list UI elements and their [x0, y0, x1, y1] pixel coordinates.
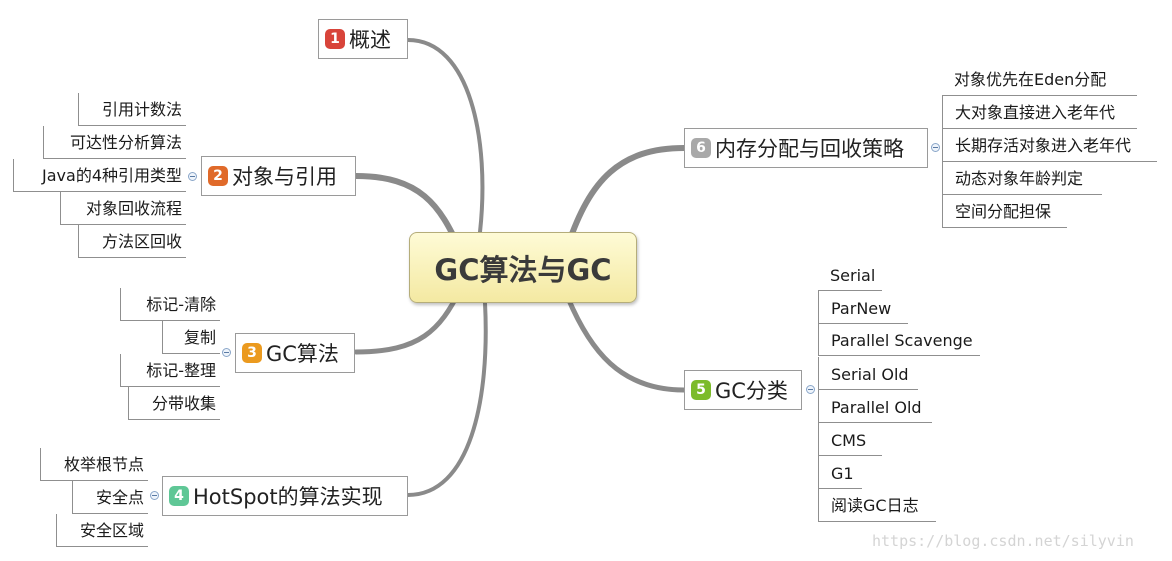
- number-badge-icon: 5: [691, 380, 711, 400]
- leaf-node[interactable]: 分带收集: [128, 387, 220, 420]
- topic-overview[interactable]: 1 概述: [318, 19, 408, 59]
- leaf-node[interactable]: 方法区回收: [78, 225, 186, 258]
- leaf-node[interactable]: Serial: [818, 258, 882, 291]
- number-badge-icon: 3: [242, 343, 262, 363]
- topic-label: GC算法: [266, 342, 339, 366]
- collapse-toggle-icon[interactable]: [806, 385, 815, 394]
- topic-gc-algorithms[interactable]: 3 GC算法: [235, 333, 355, 373]
- leaf-node[interactable]: 对象回收流程: [60, 192, 186, 225]
- topic-label: 对象与引用: [232, 165, 337, 189]
- topic-memory[interactable]: 6 内存分配与回收策略: [684, 128, 928, 168]
- leaf-node[interactable]: 长期存活对象进入老年代: [942, 129, 1157, 162]
- collapse-toggle-icon[interactable]: [222, 348, 231, 357]
- topic-label: GC分类: [715, 379, 788, 403]
- number-badge-icon: 6: [691, 138, 711, 158]
- leaf-node[interactable]: 复制: [162, 321, 220, 354]
- number-badge-icon: 2: [208, 166, 228, 186]
- branch-memory: [565, 145, 687, 248]
- branch-hotspot: [406, 301, 488, 497]
- number-badge-icon: 4: [169, 486, 189, 506]
- leaf-node[interactable]: 引用计数法: [78, 93, 186, 126]
- number-badge-icon: 1: [325, 29, 345, 49]
- topic-label: HotSpot的算法实现: [193, 485, 383, 509]
- leaf-node[interactable]: 对象优先在Eden分配: [942, 63, 1137, 96]
- leaf-node[interactable]: 阅读GC日志: [818, 489, 936, 522]
- leaf-node[interactable]: Parallel Scavenge: [818, 323, 980, 356]
- topic-label: 内存分配与回收策略: [715, 137, 904, 161]
- leaf-node[interactable]: 枚举根节点: [40, 448, 148, 481]
- collapse-toggle-icon[interactable]: [150, 491, 159, 500]
- topic-gc-categories[interactable]: 5 GC分类: [684, 370, 802, 410]
- collapse-toggle-icon[interactable]: [188, 172, 197, 181]
- leaf-node[interactable]: Serial Old: [818, 357, 918, 390]
- leaf-node[interactable]: 动态对象年龄判定: [942, 162, 1102, 195]
- leaf-node[interactable]: G1: [818, 456, 862, 489]
- branch-gc-categories: [565, 295, 687, 393]
- leaf-node[interactable]: 安全点: [72, 481, 148, 514]
- leaf-node[interactable]: Parallel Old: [818, 390, 932, 423]
- leaf-node[interactable]: 安全区域: [56, 514, 148, 547]
- topic-label: 概述: [349, 28, 391, 52]
- leaf-node[interactable]: 可达性分析算法: [43, 126, 186, 159]
- leaf-node[interactable]: Java的4种引用类型: [13, 159, 186, 192]
- leaf-node[interactable]: CMS: [818, 423, 882, 456]
- topic-hotspot[interactable]: 4 HotSpot的算法实现: [162, 476, 408, 516]
- leaf-node[interactable]: 标记-清除: [120, 288, 220, 321]
- branch-overview: [406, 38, 485, 234]
- collapse-toggle-icon[interactable]: [931, 143, 940, 152]
- leaf-node[interactable]: 大对象直接进入老年代: [942, 96, 1137, 129]
- central-topic[interactable]: GC算法与GC: [409, 232, 637, 303]
- leaf-node[interactable]: 空间分配担保: [942, 195, 1067, 228]
- leaf-node[interactable]: ParNew: [818, 291, 908, 324]
- leaf-node[interactable]: 标记-整理: [120, 354, 220, 387]
- watermark-text: https://blog.csdn.net/silyvin: [872, 532, 1134, 550]
- topic-objects[interactable]: 2 对象与引用: [201, 156, 356, 196]
